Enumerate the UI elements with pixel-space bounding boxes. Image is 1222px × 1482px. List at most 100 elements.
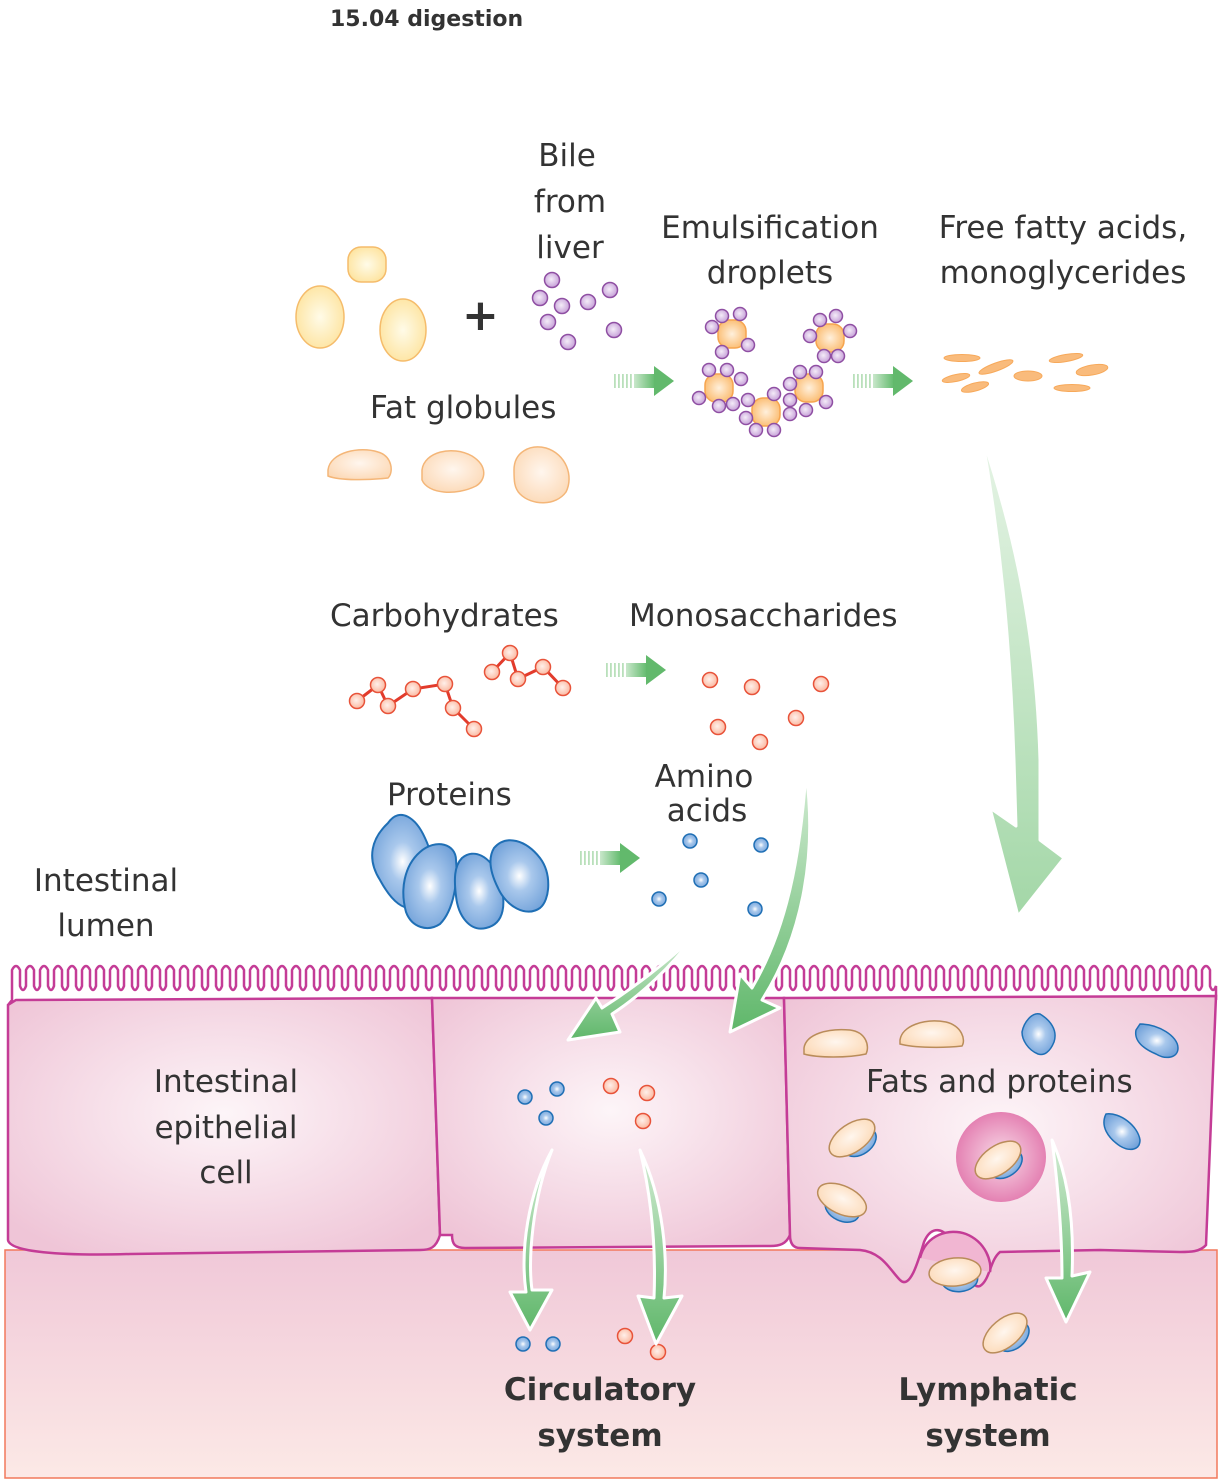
bile-salt xyxy=(782,376,798,392)
fat-in-cell xyxy=(803,1028,869,1058)
amino-acid xyxy=(538,1110,554,1126)
bile-salt xyxy=(812,312,828,328)
fat-globule xyxy=(379,298,427,362)
monosaccharide-arrow xyxy=(728,770,812,1034)
absorption-arrows xyxy=(508,434,1092,1346)
bile-salts xyxy=(531,271,623,351)
lymphatic-system-label: Lymphatic system xyxy=(898,1372,1077,1454)
emulsification-droplet xyxy=(738,386,798,438)
intestinal-lumen-label: Intestinal lumen xyxy=(34,863,178,944)
bile-salt xyxy=(792,364,808,380)
protein-in-cell xyxy=(1103,1113,1141,1151)
bile-salt xyxy=(601,281,619,299)
fats-and-proteins-contents xyxy=(803,1013,1179,1151)
fat-core xyxy=(717,319,747,349)
bile-salt xyxy=(701,362,717,378)
protein xyxy=(489,839,550,913)
chylomicron xyxy=(816,1182,868,1223)
arrow-head xyxy=(620,843,640,873)
bile-salt xyxy=(798,402,814,418)
bile-salt xyxy=(732,306,748,322)
protein-chain xyxy=(371,814,550,930)
lymphatic-arrow xyxy=(1044,1138,1092,1324)
amino-acid xyxy=(545,1336,561,1352)
monosaccharide xyxy=(649,1343,667,1361)
arrow-dash xyxy=(857,374,859,388)
sugar-unit xyxy=(534,658,552,676)
amino-acid xyxy=(549,1081,565,1097)
monosaccharide xyxy=(743,678,761,696)
emulsification-droplet xyxy=(782,364,834,418)
monosaccharide xyxy=(701,671,719,689)
sugar-unit xyxy=(436,675,454,693)
bile-salt xyxy=(828,308,844,324)
fat-core xyxy=(751,397,781,427)
emulsification-label-line: droplets xyxy=(707,255,833,291)
arrow-dash xyxy=(610,663,612,677)
monosaccharide xyxy=(709,718,727,736)
sugar-unit xyxy=(483,663,501,681)
fat-core xyxy=(815,323,845,353)
monosaccharides xyxy=(701,671,830,751)
conversion-arrow-icon xyxy=(580,843,640,873)
bile-salt xyxy=(714,344,730,360)
bile-salt xyxy=(559,333,577,351)
sugar-unit xyxy=(554,679,572,697)
fat-part xyxy=(828,1118,876,1158)
circulatory-system-label: Circulatory system xyxy=(504,1372,696,1454)
microvilli-border xyxy=(7,964,1218,1006)
monosaccharide xyxy=(751,733,769,751)
emulsification-droplet xyxy=(704,306,756,360)
chylomicron xyxy=(928,1257,982,1293)
emulsification-droplet xyxy=(691,362,749,414)
bile-salt xyxy=(733,371,749,387)
arrow-dash xyxy=(622,374,624,388)
bile-salt xyxy=(842,323,858,339)
amino-acids-label-line: Amino xyxy=(655,759,754,795)
bile-salt xyxy=(748,422,764,438)
circulatory-label-line: system xyxy=(537,1418,662,1454)
carbohydrates-label: Carbohydrates xyxy=(330,598,559,634)
glycosidic-bond xyxy=(490,650,565,690)
bile-salt xyxy=(802,328,818,344)
conversion-arrow-icon xyxy=(606,655,666,685)
figure-title: 15.04 digestion xyxy=(330,7,523,32)
sugar-unit xyxy=(509,670,527,688)
plus-sign: + xyxy=(462,290,499,341)
amino-acid xyxy=(515,1336,531,1352)
bile-salt xyxy=(579,293,597,311)
chylomicrons xyxy=(816,1112,1046,1354)
epithelial-cell-label: Intestinal epithelial cell xyxy=(154,1064,298,1191)
arrow-dash xyxy=(630,374,632,388)
conversion-arrow-icon xyxy=(853,366,913,396)
bile-salt xyxy=(766,422,782,438)
amino-acid xyxy=(682,833,698,849)
bile-salt xyxy=(830,348,846,364)
ffa-label-line: monoglycerides xyxy=(940,255,1187,291)
absorbed-nutrients xyxy=(515,1077,667,1361)
bile-salt xyxy=(553,297,571,315)
fat-globules-yellow xyxy=(295,246,427,362)
arrow-head xyxy=(646,655,666,685)
arrow-dash xyxy=(614,374,616,388)
fatty-acid xyxy=(943,354,981,362)
bile-salt xyxy=(543,271,561,289)
epithelial-label-line: Intestinal xyxy=(154,1064,298,1100)
bile-label-line: liver xyxy=(536,230,604,266)
carbohydrate-chains xyxy=(348,644,572,738)
circulatory-arrow-right xyxy=(636,1148,684,1346)
sugar-unit xyxy=(444,699,462,717)
bile-salt xyxy=(766,386,782,402)
amino-acid-arrow xyxy=(566,934,696,1042)
bile-label: Bile from liver xyxy=(534,138,606,266)
conversion-arrows xyxy=(580,366,913,873)
bile-salt xyxy=(816,348,832,364)
proteins-label: Proteins xyxy=(387,777,512,813)
bile-salt xyxy=(782,392,798,408)
conversion-arrow-icon xyxy=(614,366,674,396)
bile-salt xyxy=(704,319,720,335)
amino-acid xyxy=(747,901,763,917)
monosaccharide xyxy=(638,1084,656,1102)
monosaccharide xyxy=(634,1112,652,1130)
sugar-unit xyxy=(501,644,519,662)
